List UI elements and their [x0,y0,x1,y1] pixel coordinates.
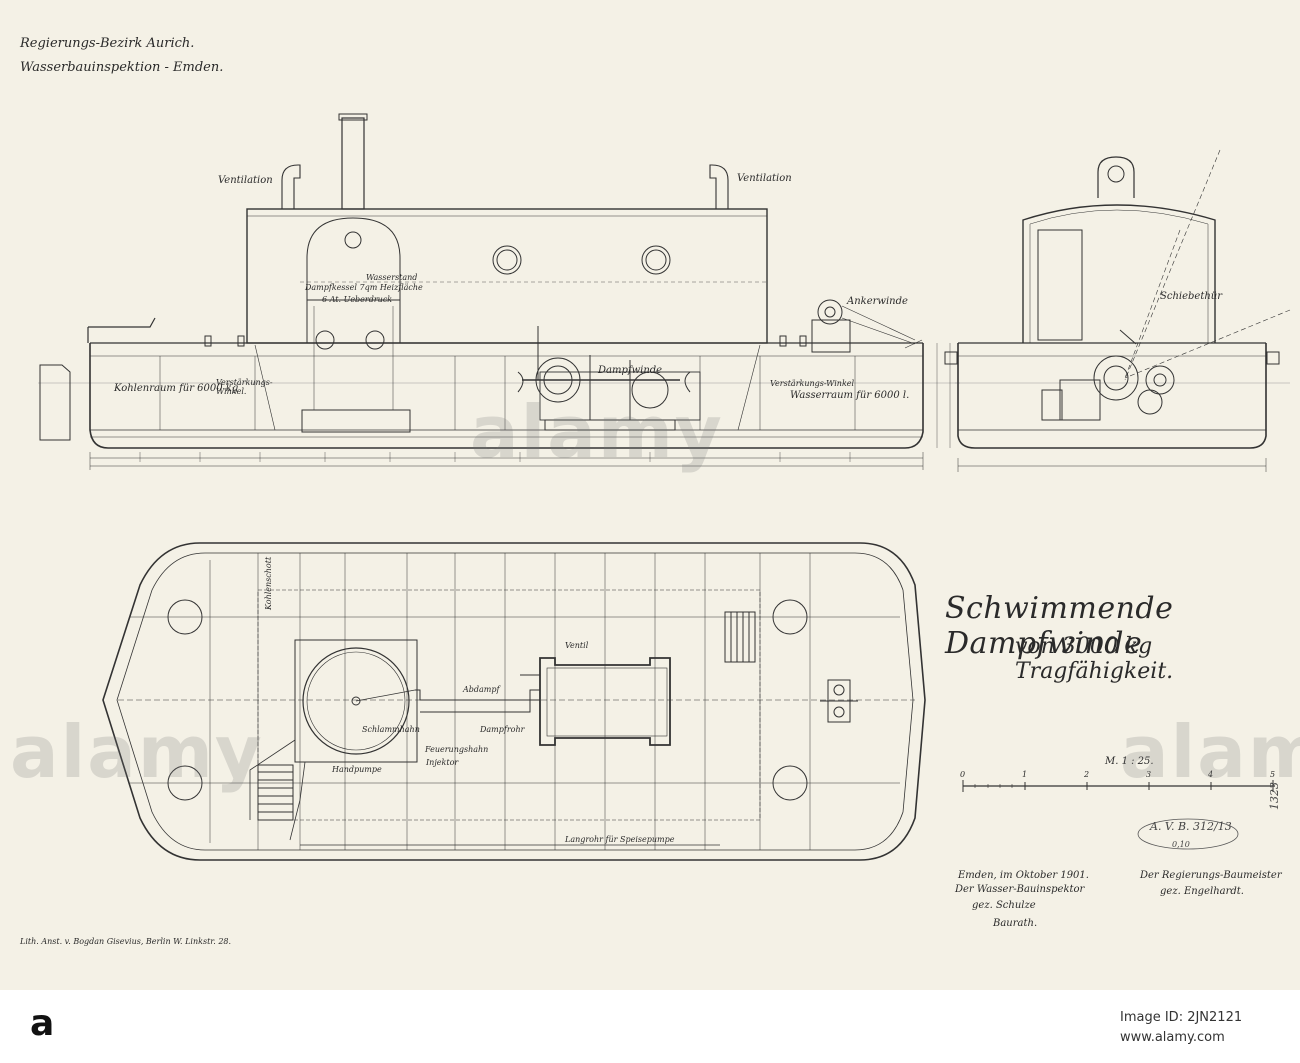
cross-section [944,149,1291,472]
label-ventil: Ventil [565,641,589,650]
scale-bar-graphic [962,780,1275,792]
site-url: www.alamy.com [1120,1030,1225,1045]
label-verstaerkung-left: Verstärkungs-Winkel. [216,378,273,396]
drawing-title: Schwimmende Dampfwinde [945,591,1174,661]
signature-place-date: Emden, im Oktober 1901. [958,870,1089,881]
bottom-bar [0,990,1300,1063]
label-schlammhahn: Schlammhahn [362,725,420,734]
header-inspection: Wasserbauinspektion - Emden. [20,60,224,75]
label-feuerung: Feuerungshahn [425,745,489,754]
watermark: alamy [10,710,264,794]
label-dampfkessel: Dampfkessel 7qm Heizfläche [305,283,423,292]
scale-tick-0: 0 [960,770,966,779]
plan-view [102,542,926,861]
scale-tick-5: 5 [1270,770,1276,779]
label-ventilation-left: Ventilation [218,175,273,186]
label-verstaerkung-right: Verstärkungs-Winkel [770,379,855,388]
watermark: alamy [1120,710,1300,794]
label-handpumpe: Handpumpe [332,765,382,774]
label-schiebethuer: Schiebethür [1160,291,1223,302]
scale-tick-1: 1 [1022,770,1028,779]
label-wasserstand: Wasserstand [366,273,418,282]
signature-left-role: Der Wasser-Bauinspektor [955,884,1085,895]
drawing-sheet [0,0,1300,990]
label-ankerwinde: Ankerwinde [847,296,908,307]
label-ueberdruck: 6 At. Ueberdruck [322,295,393,304]
label-kohlenraum: Kohlenraum für 6000 kg [114,383,239,394]
label-dampfwinde: Dampfwinde [598,365,663,376]
signature-left-name: gez. Schulze [972,900,1036,911]
signature-right-role: Der Regierungs-Baumeister [1140,870,1282,881]
scale-tick-3: 3 [1146,770,1152,779]
drawing-subtitle: von 3000 kg Tragfähigkeit. [1015,634,1174,684]
printer-credit: Lith. Anst. v. Bogdan Gisevius, Berlin W… [20,937,232,946]
signature-left-title: Baurath. [993,918,1038,929]
label-abdampf: Abdampf [463,685,500,694]
header-district: Regierungs-Bezirk Aurich. [20,36,195,51]
alamy-logo: a [30,1003,55,1044]
archive-stamp-sub: 0,10 [1172,840,1190,849]
scale-label: M. 1 : 25. [1105,756,1154,767]
label-injektor: Injektor [426,758,459,767]
side-elevation [38,113,960,470]
label-dampfrohr: Dampfrohr [480,725,525,734]
label-ventilation-right: Ventilation [737,173,792,184]
archive-stamp: A. V. B. 312/13 [1150,820,1232,833]
label-kohlenschott: Kohlenschott [264,556,273,610]
image-id: Image ID: 2JN2121 [1120,1010,1243,1025]
watermark: alamy [470,390,724,474]
signature-right-name: gez. Engelhardt. [1160,886,1244,897]
label-wasserraum: Wasserraum für 6000 l. [790,390,910,401]
label-speiserohr: Langrohr für Speisepumpe [565,835,675,844]
scale-tick-4: 4 [1208,770,1214,779]
technical-drawing [38,113,1291,861]
scale-tick-2: 2 [1084,770,1090,779]
